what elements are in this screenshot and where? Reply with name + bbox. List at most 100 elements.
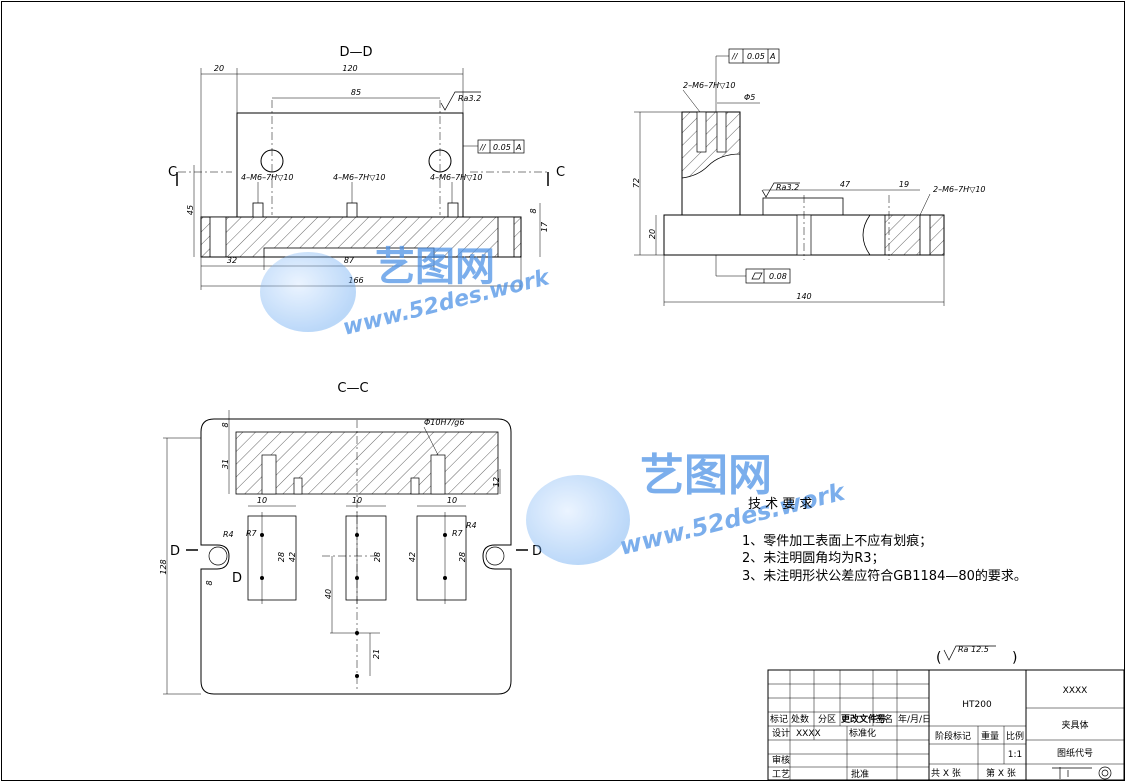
cc-slot-left — [247, 515, 297, 601]
notes-heading: 技 术 要 求 — [748, 497, 812, 512]
side-view: 72 20 47 19 140 Φ5 2–M6–7H▽10 2–M6–7H▽10… — [632, 48, 986, 306]
dd-upright — [236, 112, 464, 218]
dd-dim-166: 166 — [348, 276, 363, 285]
tb-drawing-no: 图纸代号 — [1057, 747, 1093, 759]
dd-dim-8: 8 — [529, 208, 538, 213]
dd-callout-a: 4–M6–7H▽10 — [241, 173, 294, 182]
cc-dim-10a: 10 — [257, 496, 267, 505]
tb-sheet-no: 第 X 张 — [986, 767, 1016, 779]
cut-mark-d-left: D — [170, 544, 180, 559]
tb-material: HT200 — [962, 700, 992, 710]
side-tol-ref: A — [769, 52, 775, 61]
dd-dim-32: 32 — [227, 256, 237, 265]
cc-dim-10c: 10 — [447, 496, 457, 505]
dd-dim-20: 20 — [214, 64, 224, 73]
side-step — [762, 197, 844, 216]
dd-dim-45: 45 — [186, 205, 195, 215]
cc-r7-right: R7 — [452, 529, 464, 538]
cc-dim-8b: 8 — [205, 580, 214, 585]
side-dim-phi5: Φ5 — [744, 93, 755, 102]
side-dim-140: 140 — [796, 292, 811, 301]
cut-mark-c-left: C — [168, 165, 177, 180]
tb-company: XXXX — [1063, 686, 1088, 696]
dd-tol-ref: A — [515, 143, 521, 152]
tb-designer: XXXX — [796, 729, 821, 739]
dd-right-slot — [497, 216, 515, 258]
section-cc-view: C—C D D D 128 8 — [159, 381, 542, 695]
technical-requirements: 技 术 要 求 1、零件加工表面上不应有划痕； 2、未注明圆角均为R3； 3、未… — [742, 497, 1027, 584]
cc-dim-28a: 28 — [277, 552, 286, 562]
note-3: 3、未注明形状公差应符合GB1184—80的要求。 — [742, 568, 1027, 584]
tb-total-sheets: 共 X 张 — [931, 768, 961, 779]
tb-count: 处数 — [791, 713, 809, 725]
cc-r7-left: R7 — [246, 529, 258, 538]
cc-dim-42a: 42 — [288, 552, 297, 562]
dd-left-slot — [209, 216, 227, 258]
side-flatness: 0.08 — [769, 272, 787, 281]
tb-scale-val: 1:1 — [1008, 750, 1022, 760]
dd-callout-b: 4–M6–7H▽10 — [333, 173, 386, 182]
dd-dim-85: 85 — [351, 88, 361, 97]
cc-dim-8: 8 — [221, 422, 230, 427]
dd-callout-c: 4–M6–7H▽10 — [430, 173, 483, 182]
cc-dim-42b: 42 — [408, 552, 417, 562]
watermark-1: 艺图网 www.52des.work — [260, 244, 553, 341]
watermark-brand-1: 艺图网 — [375, 244, 495, 290]
dd-tol-sym: // — [479, 143, 487, 152]
dd-dim-17: 17 — [540, 221, 549, 232]
section-dd-view: D—D C C 20 120 85 — [168, 45, 565, 290]
tb-standard: 标准化 — [849, 727, 876, 739]
side-callout-base: 2–M6–7H▽10 — [933, 185, 986, 194]
cc-dim-28b: 28 — [373, 552, 382, 562]
cc-section-band — [235, 431, 499, 495]
note-1: 1、零件加工表面上不应有划痕； — [742, 533, 932, 549]
general-roughness: ( Ra 12.5 ) — [936, 645, 1017, 666]
side-dim-47: 47 — [840, 180, 851, 189]
dd-hole-3 — [447, 202, 459, 218]
cc-dim-28c: 28 — [458, 552, 467, 562]
cc-dim-31: 31 — [221, 459, 230, 469]
tb-part-name: 夹具体 — [1061, 719, 1088, 731]
tb-review: 审核 — [772, 754, 790, 766]
svg-text:): ) — [1012, 650, 1017, 666]
dd-hole-2 — [346, 202, 358, 218]
side-roughness: Ra3.2 — [776, 183, 799, 192]
cut-mark-d-right: D — [532, 544, 542, 559]
tb-approve: 批准 — [851, 768, 869, 780]
title-block-text: HT200 XXXX 夹具体 图纸代号 标记 处数 分区 更改文件号 签名 年/… — [770, 686, 1093, 780]
dd-hole-1 — [252, 202, 264, 218]
cc-r4-left: R4 — [223, 530, 234, 539]
cc-plate-outline — [200, 418, 512, 695]
side-tol-val: 0.05 — [747, 52, 765, 61]
tb-design: 设计 — [772, 727, 790, 739]
cc-dim-10b: 10 — [352, 496, 362, 505]
side-dim-19: 19 — [899, 180, 909, 189]
cut-mark-d-label: D — [232, 571, 242, 586]
side-dim-20: 20 — [648, 229, 657, 239]
note-2: 2、未注明圆角均为R3； — [742, 551, 885, 566]
tb-weight: 重量 — [981, 730, 999, 742]
side-tol-sym: // — [731, 52, 739, 61]
watermark-brand-2: 艺图网 — [640, 450, 772, 501]
dd-roughness: Ra3.2 — [458, 94, 481, 103]
cc-slot-mid — [345, 515, 387, 601]
dd-dim-120: 120 — [342, 64, 357, 73]
tb-sign: 签名 — [875, 713, 893, 725]
cc-pin-callout: Φ10H7/g6 — [424, 418, 464, 427]
side-callout-top: 2–M6–7H▽10 — [683, 81, 736, 90]
cc-r4-right: R4 — [466, 521, 477, 530]
tb-scale: 比例 — [1006, 730, 1024, 742]
title-block — [767, 669, 1125, 781]
tb-change-doc: 更改文件号 — [841, 713, 886, 725]
tb-date: 年/月/日 — [898, 713, 931, 725]
tb-stage: 阶段标记 — [935, 730, 971, 742]
section-dd-title: D—D — [339, 45, 372, 60]
side-dim-72: 72 — [632, 178, 641, 188]
cc-dim-40: 40 — [324, 589, 333, 599]
cc-dim-21: 21 — [372, 649, 381, 659]
tb-zone: 分区 — [818, 714, 836, 725]
cc-slot-right — [416, 515, 467, 601]
dd-tol-val: 0.05 — [493, 143, 511, 152]
